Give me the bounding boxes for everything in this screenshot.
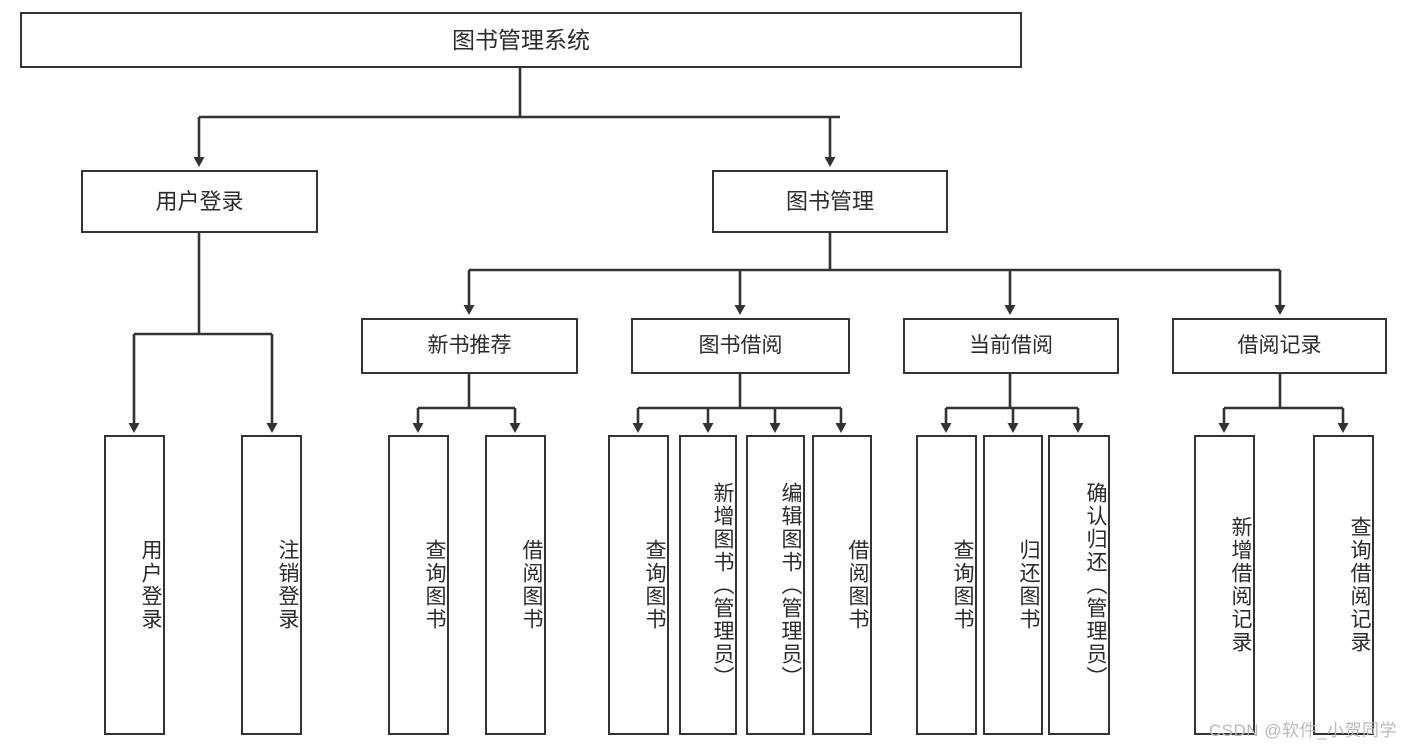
leaf-user-login-signin[interactable]: 用户登录 [104, 435, 165, 735]
node-book-management[interactable]: 图书管理 [712, 170, 948, 233]
node-current-borrow[interactable]: 当前借阅 [903, 318, 1119, 374]
leaf-user-login-signout[interactable]: 注销登录 [241, 435, 302, 735]
leaf-new-book-query[interactable]: 查询图书 [388, 435, 449, 735]
node-user-login[interactable]: 用户登录 [81, 170, 318, 233]
leaf-book-borrow-query[interactable]: 查询图书 [608, 435, 669, 735]
node-book-borrow[interactable]: 图书借阅 [631, 318, 850, 374]
leaf-new-book-borrow[interactable]: 借阅图书 [485, 435, 546, 735]
leaf-borrow-record-add[interactable]: 新增借阅记录 [1194, 435, 1255, 735]
leaf-current-borrow-query[interactable]: 查询图书 [916, 435, 977, 735]
leaf-current-borrow-return[interactable]: 归还图书 [983, 435, 1043, 735]
node-root-system[interactable]: 图书管理系统 [20, 12, 1022, 68]
leaf-book-borrow-borrow[interactable]: 借阅图书 [812, 435, 872, 735]
leaf-book-borrow-edit[interactable]: 编辑图书（管理员） [746, 435, 805, 735]
node-borrow-record[interactable]: 借阅记录 [1172, 318, 1387, 374]
leaf-borrow-record-query[interactable]: 查询借阅记录 [1313, 435, 1374, 735]
leaf-book-borrow-add[interactable]: 新增图书（管理员） [679, 435, 737, 735]
csdn-watermark: CSDN @软件_小贺同学 [1208, 721, 1397, 740]
node-new-book-recommend[interactable]: 新书推荐 [361, 318, 578, 374]
leaf-current-borrow-confirm-return[interactable]: 确认归还（管理员） [1048, 435, 1110, 735]
